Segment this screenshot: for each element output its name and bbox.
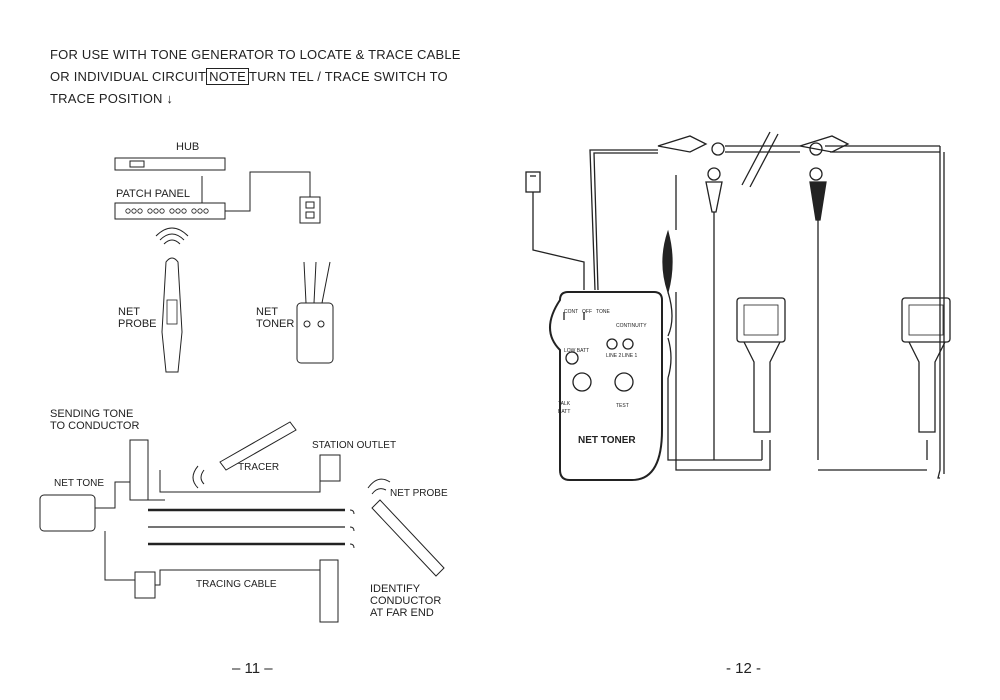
trace-lead: [104, 531, 135, 581]
switch-tone: TONE: [596, 309, 610, 315]
label-sending-tone: SENDING TONE TO CONDUCTOR: [50, 408, 140, 432]
right-page: NET TONER CONT OFF TONE LOW BATT LINE 2 …: [500, 0, 1000, 700]
rj-cable: [532, 192, 585, 290]
lineman-handset-right: [901, 297, 951, 460]
label-tracer: TRACER: [238, 462, 280, 473]
clip-lead: [667, 337, 672, 379]
down-arrow-icon: ↓: [166, 91, 174, 106]
net-toner-body: [549, 291, 663, 481]
tracer-probe: [219, 421, 297, 471]
break-mark: [741, 131, 771, 186]
hub-port: [129, 160, 145, 168]
net-probe-device: [161, 257, 183, 373]
tone-signal-icon: [155, 227, 189, 245]
intro-line-1: FOR USE WITH TONE GENERATOR TO LOCATE & …: [50, 47, 461, 62]
low-batt-led: [565, 351, 579, 365]
wall-jack-2: [305, 211, 315, 219]
hub-device: [114, 157, 226, 171]
net-probe-tracing: [371, 499, 445, 577]
page-number-left: – 11 –: [232, 660, 273, 677]
intro-line-3: TRACE POSITION: [50, 91, 163, 106]
toner-body-area: [560, 292, 662, 480]
label-batt: BATT: [558, 409, 571, 415]
alligator-clip-top-left: [657, 135, 725, 156]
tone-lead: [95, 481, 130, 509]
left-page: FOR USE WITH TONE GENERATOR TO LOCATE & …: [39, 44, 490, 677]
toner-knob: [303, 320, 311, 328]
label-identify-conductor: IDENTIFY CONDUCTOR AT FAR END: [370, 583, 442, 619]
toner-knob: [317, 320, 325, 328]
label-test: TEST: [616, 403, 629, 409]
far-end-patch-panel: [319, 559, 339, 623]
wire-bottom-left: [667, 378, 714, 461]
toner-lead-3: [321, 261, 331, 304]
label-line2: LINE 2: [606, 353, 622, 359]
wire-bottom: [675, 292, 771, 471]
talk-batt-button: [572, 372, 592, 392]
patch-panel-ports: [125, 208, 209, 214]
wire-left-top-2: [593, 152, 658, 291]
note-box: NOTE: [206, 68, 250, 85]
clip-pivot: [809, 167, 823, 181]
label-low-batt: LOW BATT: [564, 348, 590, 354]
clip-center-lead: [667, 291, 673, 337]
wave-icon: [349, 509, 355, 549]
intro-line-2-end: TURN TEL / TRACE SWITCH TO: [249, 69, 448, 84]
toner-lead-2: [313, 261, 317, 304]
clip-pivot: [707, 167, 721, 181]
probe-signal-icon: [367, 478, 391, 495]
label-net-probe-tracing: NET PROBE: [390, 488, 448, 499]
wire-left-top: [589, 149, 658, 291]
label-net-toner: NET TONER: [256, 306, 295, 330]
label-line1: LINE 1: [622, 353, 638, 359]
rj-plug: [525, 171, 541, 193]
intro-line-2-start: OR INDIVIDUAL CIRCUIT: [50, 69, 207, 84]
switch-cont: CONT: [564, 309, 579, 315]
page-number-left-value: 11: [244, 660, 261, 677]
net-tone-device: [39, 494, 96, 532]
label-patch-panel: PATCH PANEL: [116, 188, 190, 200]
toner-lead-1: [303, 261, 307, 304]
label-hub: HUB: [176, 141, 200, 153]
switch-off: OFF: [582, 309, 592, 315]
alligator-clip-right: [809, 181, 827, 221]
line2-led: [606, 338, 618, 350]
test-button: [614, 372, 634, 392]
lineman-handset-left: [736, 297, 786, 460]
alligator-clip-top-right: [799, 135, 850, 156]
label-talk: TALK: [558, 401, 571, 407]
hub-diagram: [39, 157, 445, 623]
wire-right: [937, 146, 941, 479]
net-toner-diagram: [525, 131, 951, 481]
intro-text: FOR USE WITH TONE GENERATOR TO LOCATE & …: [50, 44, 490, 110]
label-net-tone: NET TONE: [54, 478, 105, 489]
alligator-clip-center: [662, 229, 673, 295]
wall-jack-1: [305, 201, 315, 209]
source-patch-panel: [129, 439, 149, 501]
label-tracing-cable: TRACING CABLE: [196, 579, 277, 590]
station-outlet: [319, 454, 341, 482]
probe-display: [166, 299, 178, 325]
alligator-clip-left: [705, 181, 723, 213]
page-number-right: - 12 -: [726, 660, 762, 677]
line1-led: [622, 338, 634, 350]
tracer-signal-icon: [192, 465, 205, 489]
label-continuity: CONTINUITY: [616, 323, 647, 329]
outlet-cable: [225, 171, 311, 212]
label-net-probe: NET PROBE: [118, 306, 157, 330]
wall-outlet: [299, 196, 321, 224]
far-outlet: [134, 571, 156, 599]
net-toner-device: [296, 302, 334, 364]
device-name: NET TONER: [578, 435, 636, 446]
break-mark: [749, 133, 779, 188]
label-station-outlet: STATION OUTLET: [312, 440, 397, 451]
